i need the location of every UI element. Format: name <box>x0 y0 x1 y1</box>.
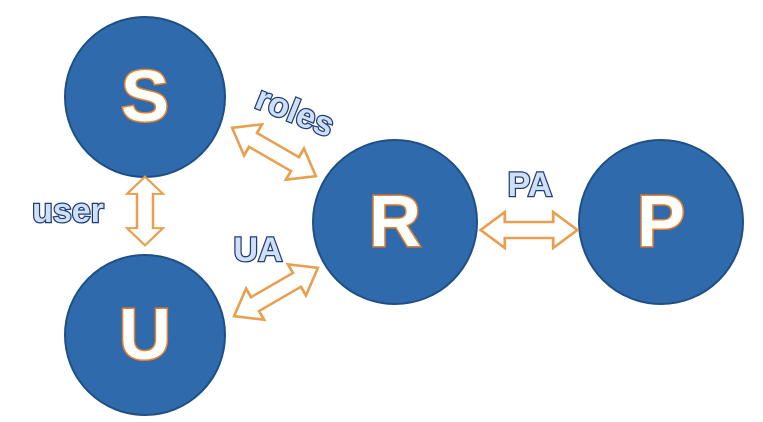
user-label: user <box>32 192 104 230</box>
node-p-label: P <box>637 182 685 262</box>
node-p: P <box>578 139 744 305</box>
node-u: U <box>64 254 226 416</box>
node-u-label: U <box>119 295 171 375</box>
node-r-label: R <box>369 182 421 262</box>
roles-label: roles <box>250 79 340 145</box>
node-s: S <box>64 16 226 178</box>
pa-label: PA <box>508 166 553 204</box>
pa-double-arrow <box>479 210 579 250</box>
node-r: R <box>312 139 478 305</box>
ua-label: UA <box>233 231 282 269</box>
user-double-arrow <box>125 175 165 247</box>
node-s-label: S <box>121 57 169 137</box>
